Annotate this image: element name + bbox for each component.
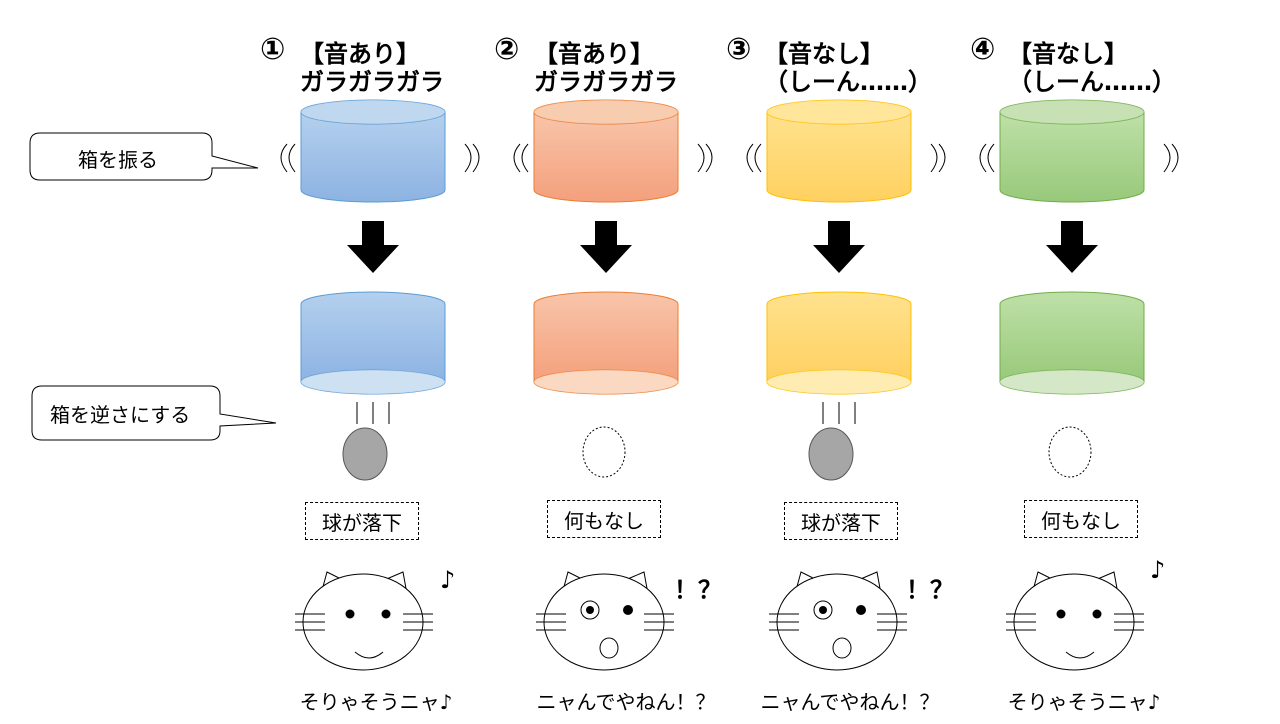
col3-top-box-lid-shine <box>767 100 911 124</box>
col2-result-text: 何もなし <box>564 508 644 533</box>
callout-shake-bubble <box>29 132 259 181</box>
col4-top-box-body <box>999 111 1145 203</box>
col4-cat-eye-right <box>1092 609 1102 619</box>
col2-bottom-box-opening-shine <box>534 370 678 394</box>
col4-empty-ball-outline <box>1048 426 1092 478</box>
col2-caption: ニャんでやねん！？ <box>536 690 716 714</box>
col3-bottom-box-opening-shine <box>767 370 911 394</box>
col1-top-box-body <box>300 111 446 203</box>
col4-cat-mouth-smile <box>1065 651 1095 659</box>
col3-cat-eye-left <box>819 606 827 614</box>
col2-top-box-lid-shine <box>534 100 678 124</box>
col3-down-arrow-icon <box>813 221 865 273</box>
col1-bottom-box-opening-shine <box>301 370 445 394</box>
col2-sound-text: ガラガラガラ <box>534 68 678 96</box>
col4-cat-eye-left <box>1056 609 1066 619</box>
col1-down-arrow-icon <box>347 221 399 273</box>
col4-caption: そりゃそうニャ♪ <box>1007 690 1161 714</box>
callout-invert-text: 箱を逆さにする <box>50 403 191 427</box>
col3-shake-mark-right-inner <box>930 143 938 173</box>
col2-bottom-box-body <box>533 291 679 383</box>
col3-ball <box>808 427 854 481</box>
col1-result-box: 球が落下 <box>305 502 419 540</box>
col3-top-box-lid <box>766 99 912 125</box>
col3-number: ③ <box>726 32 752 67</box>
col4-result-text: 何もなし <box>1041 508 1121 533</box>
col1-shake-mark-left-inner <box>288 143 296 173</box>
col4-bottom-box-body <box>999 291 1145 383</box>
col1-caption: そりゃそうニャ♪ <box>299 690 453 714</box>
col1-cat-eye-right <box>381 609 391 619</box>
col1-top-box-lid <box>300 99 446 125</box>
col1-cat-mouth-smile <box>354 651 384 659</box>
col1-shake-mark-right-inner <box>464 143 472 173</box>
col4-shake-mark-right-outer <box>1171 143 1179 173</box>
col2-cat-eye-right <box>623 605 633 615</box>
col4-number: ④ <box>970 32 996 67</box>
col4-reaction-mark: ♪ <box>1150 556 1166 584</box>
col2-sound-label: 【音あり】 <box>534 40 654 68</box>
col3-result-box: 球が落下 <box>784 502 898 540</box>
col2-shake-mark-right-outer <box>705 143 713 173</box>
col1-shake-mark-right-outer <box>472 143 480 173</box>
col3-shake-mark-right-outer <box>938 143 946 173</box>
col4-shake-mark-left-outer <box>979 143 987 173</box>
col1-reaction-mark: ♪ <box>440 566 456 594</box>
col1-ball <box>342 427 388 481</box>
col4-result-box: 何もなし <box>1024 500 1138 538</box>
col4-down-arrow-icon <box>1046 221 1098 273</box>
col1-top-box-lid-shine <box>301 100 445 124</box>
col3-shake-mark-left-outer <box>746 143 754 173</box>
col1-number: ① <box>260 32 286 67</box>
col2-down-arrow-icon <box>580 221 632 273</box>
col3-top-box-body <box>766 111 912 203</box>
col4-sound-text: （しーん……） <box>1008 68 1176 96</box>
col3-cat-eye-right <box>856 605 866 615</box>
col3-sound-label: 【音なし】 <box>764 40 884 68</box>
col3-reaction-mark: ！？ <box>906 576 954 604</box>
col2-shake-mark-right-inner <box>697 143 705 173</box>
col2-cat-mouth-open <box>599 637 619 659</box>
col4-shake-mark-left-inner <box>987 143 995 173</box>
col3-result-text: 球が落下 <box>801 510 881 535</box>
col3-bottom-box-body <box>766 291 912 383</box>
col1-bottom-box-body <box>300 291 446 383</box>
col4-sound-label: 【音なし】 <box>1008 40 1128 68</box>
col4-shake-mark-right-inner <box>1163 143 1171 173</box>
callout-invert-bubble <box>31 385 277 441</box>
col2-number: ② <box>494 32 520 67</box>
col3-sound-text: （しーん……） <box>764 68 932 96</box>
col3-caption: ニャんでやねん！？ <box>760 690 940 714</box>
col2-empty-ball-outline <box>582 426 626 478</box>
col4-top-box-lid <box>999 99 1145 125</box>
col2-shake-mark-left-inner <box>521 143 529 173</box>
col2-top-box-lid <box>533 99 679 125</box>
col2-reaction-mark: ！？ <box>674 576 722 604</box>
col4-bottom-box-opening-shine <box>1000 370 1144 394</box>
col2-cat-eye-left <box>586 606 594 614</box>
col2-result-box: 何もなし <box>547 500 661 538</box>
col3-cat-mouth-open <box>832 637 852 659</box>
col4-top-box-lid-shine <box>1000 100 1144 124</box>
callout-shake-text: 箱を振る <box>78 148 158 172</box>
col3-shake-mark-left-inner <box>754 143 762 173</box>
col1-result-text: 球が落下 <box>322 510 402 535</box>
col1-sound-label: 【音あり】 <box>300 40 420 68</box>
col1-shake-mark-left-outer <box>280 143 288 173</box>
col2-top-box-body <box>533 111 679 203</box>
col1-sound-text: ガラガラガラ <box>300 68 444 96</box>
col1-cat-eye-left <box>345 609 355 619</box>
col2-shake-mark-left-outer <box>513 143 521 173</box>
